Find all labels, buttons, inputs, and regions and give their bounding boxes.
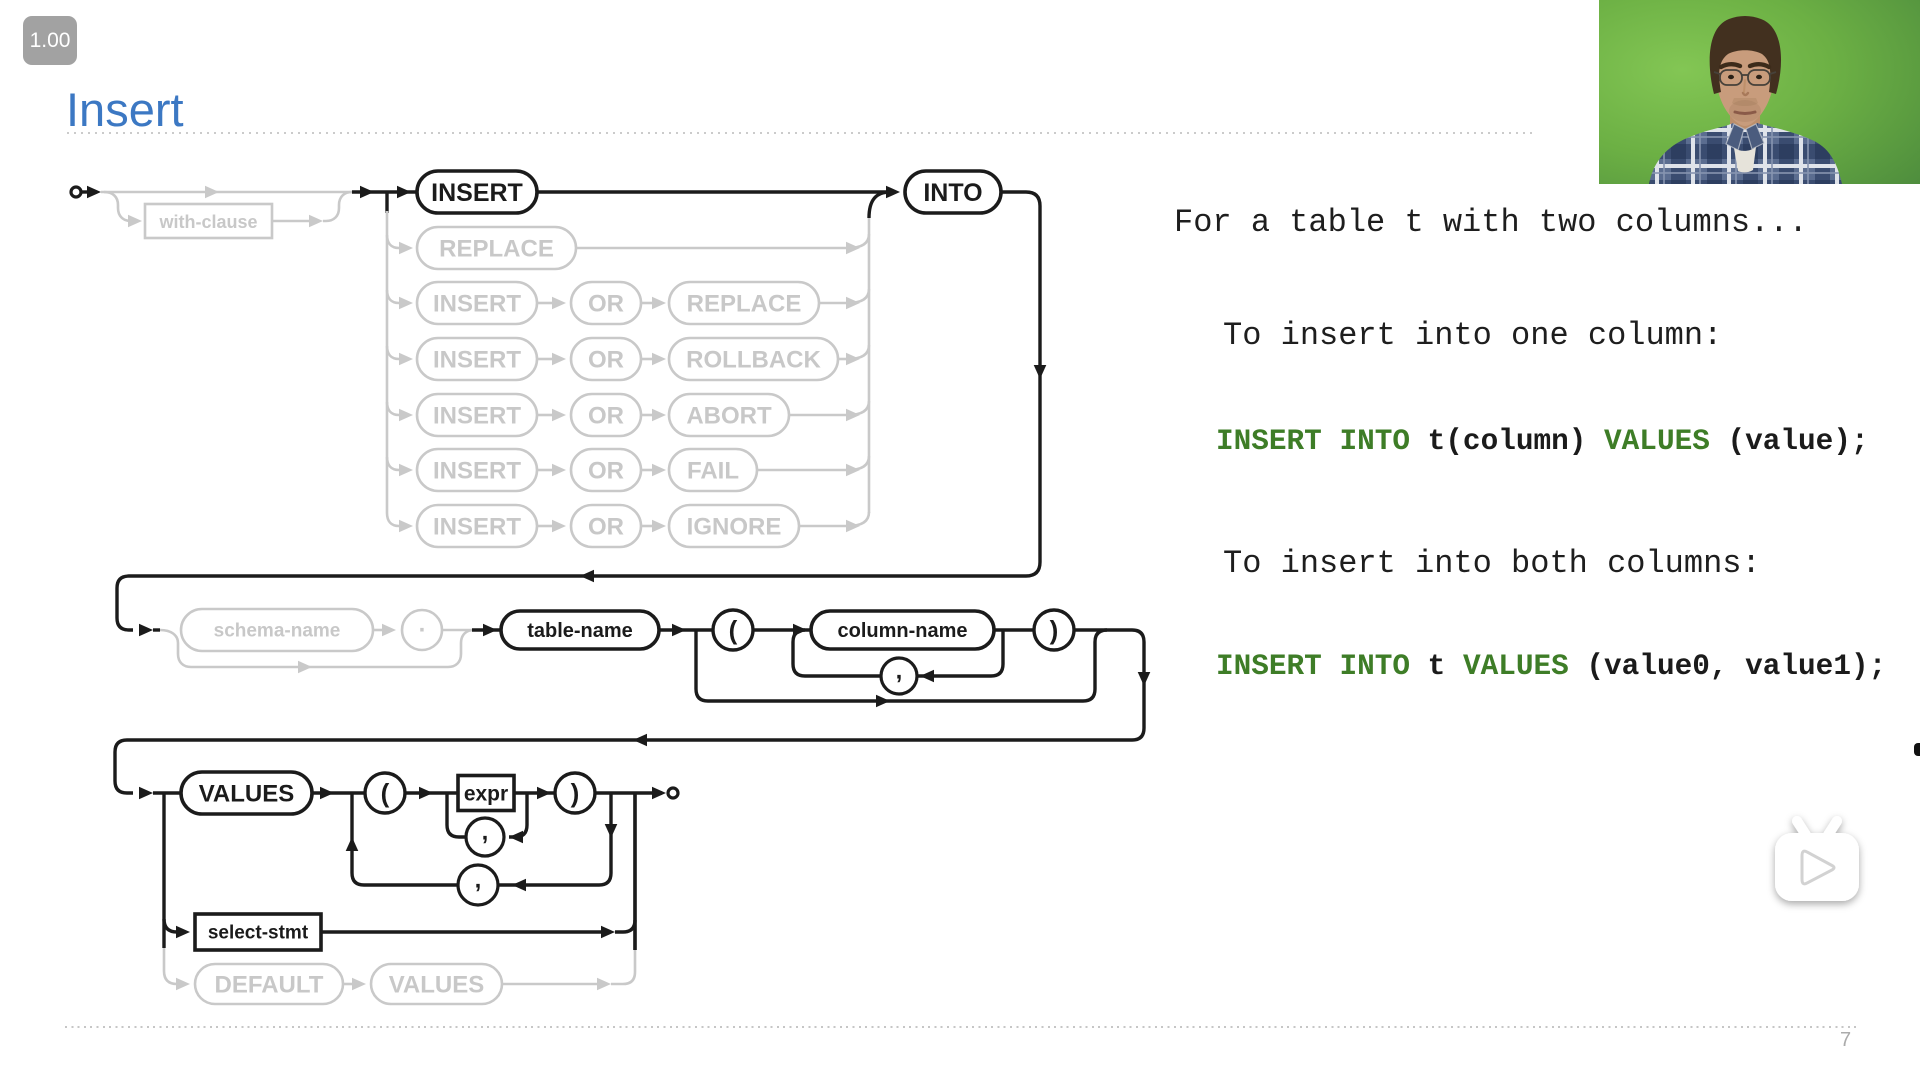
svg-text:INSERT: INSERT <box>433 514 521 541</box>
svg-text:): ) <box>1050 615 1059 645</box>
svg-text:): ) <box>571 778 580 808</box>
svg-text:OR: OR <box>588 514 624 541</box>
svg-text:OR: OR <box>588 347 624 374</box>
svg-text:(: ( <box>381 778 390 808</box>
svg-text:INSERT: INSERT <box>433 347 521 374</box>
svg-text:OR: OR <box>588 291 624 318</box>
svg-text:table-name: table-name <box>527 620 633 642</box>
svg-text:INSERT: INSERT <box>433 458 521 485</box>
svg-text:select-stmt: select-stmt <box>208 923 309 944</box>
svg-text:INSERT: INSERT <box>433 403 521 430</box>
svg-text:REPLACE: REPLACE <box>687 291 802 318</box>
svg-text:INTO: INTO <box>923 179 982 207</box>
svg-text:FAIL: FAIL <box>687 458 739 485</box>
svg-text:OR: OR <box>588 458 624 485</box>
svg-text:,: , <box>896 658 903 685</box>
svg-text:column-name: column-name <box>837 620 967 642</box>
svg-text:,: , <box>475 867 482 894</box>
svg-text:INSERT: INSERT <box>431 179 523 207</box>
svg-text:IGNORE: IGNORE <box>687 514 782 541</box>
svg-text:(: ( <box>729 615 738 645</box>
svg-text:OR: OR <box>588 403 624 430</box>
svg-text:with-clause: with-clause <box>158 212 257 232</box>
svg-text:,: , <box>482 819 489 846</box>
svg-text:expr: expr <box>464 783 508 806</box>
svg-text:INSERT: INSERT <box>433 291 521 318</box>
svg-text:DEFAULT: DEFAULT <box>215 972 324 999</box>
svg-text:ROLLBACK: ROLLBACK <box>686 347 821 374</box>
svg-text:REPLACE: REPLACE <box>439 236 554 263</box>
svg-text:ABORT: ABORT <box>686 403 772 430</box>
svg-text:.: . <box>419 611 426 638</box>
svg-text:VALUES: VALUES <box>199 781 295 808</box>
svg-text:schema-name: schema-name <box>214 621 341 642</box>
svg-text:VALUES: VALUES <box>389 972 485 999</box>
